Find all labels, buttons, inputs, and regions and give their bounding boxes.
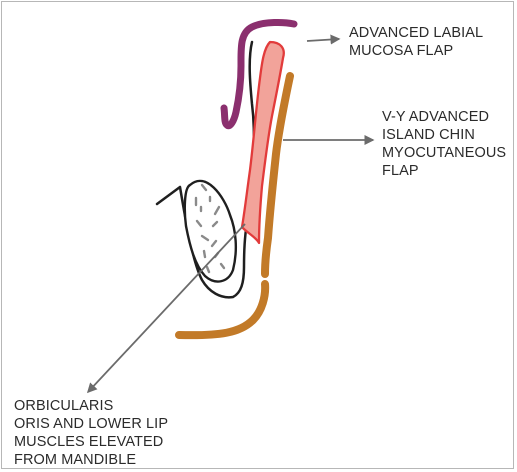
label-line: MUCOSA FLAP <box>349 42 483 60</box>
label-line: ADVANCED LABIAL <box>349 24 483 42</box>
label-line: ORIS AND LOWER LIP <box>14 415 168 433</box>
label-line: MYOCUTANEOUS <box>382 144 506 162</box>
label-line: ISLAND CHIN <box>382 126 506 144</box>
label-line: FROM MANDIBLE <box>14 451 168 469</box>
label-line: ORBICULARIS <box>14 397 168 415</box>
label-orbicularis-muscles: ORBICULARIS ORIS AND LOWER LIP MUSCLES E… <box>14 397 168 469</box>
label-vy-island-chin-flap: V-Y ADVANCED ISLAND CHIN MYOCUTANEOUS FL… <box>382 108 506 180</box>
label-line: FLAP <box>382 162 506 180</box>
arrow-labial-mucosa <box>307 39 339 41</box>
arrow-orbicularis <box>88 224 245 392</box>
label-line: MUSCLES ELEVATED <box>14 433 168 451</box>
label-line: V-Y ADVANCED <box>382 108 506 126</box>
label-advanced-labial-mucosa-flap: ADVANCED LABIAL MUCOSA FLAP <box>349 24 483 60</box>
muscle-layer-lower <box>179 284 265 335</box>
